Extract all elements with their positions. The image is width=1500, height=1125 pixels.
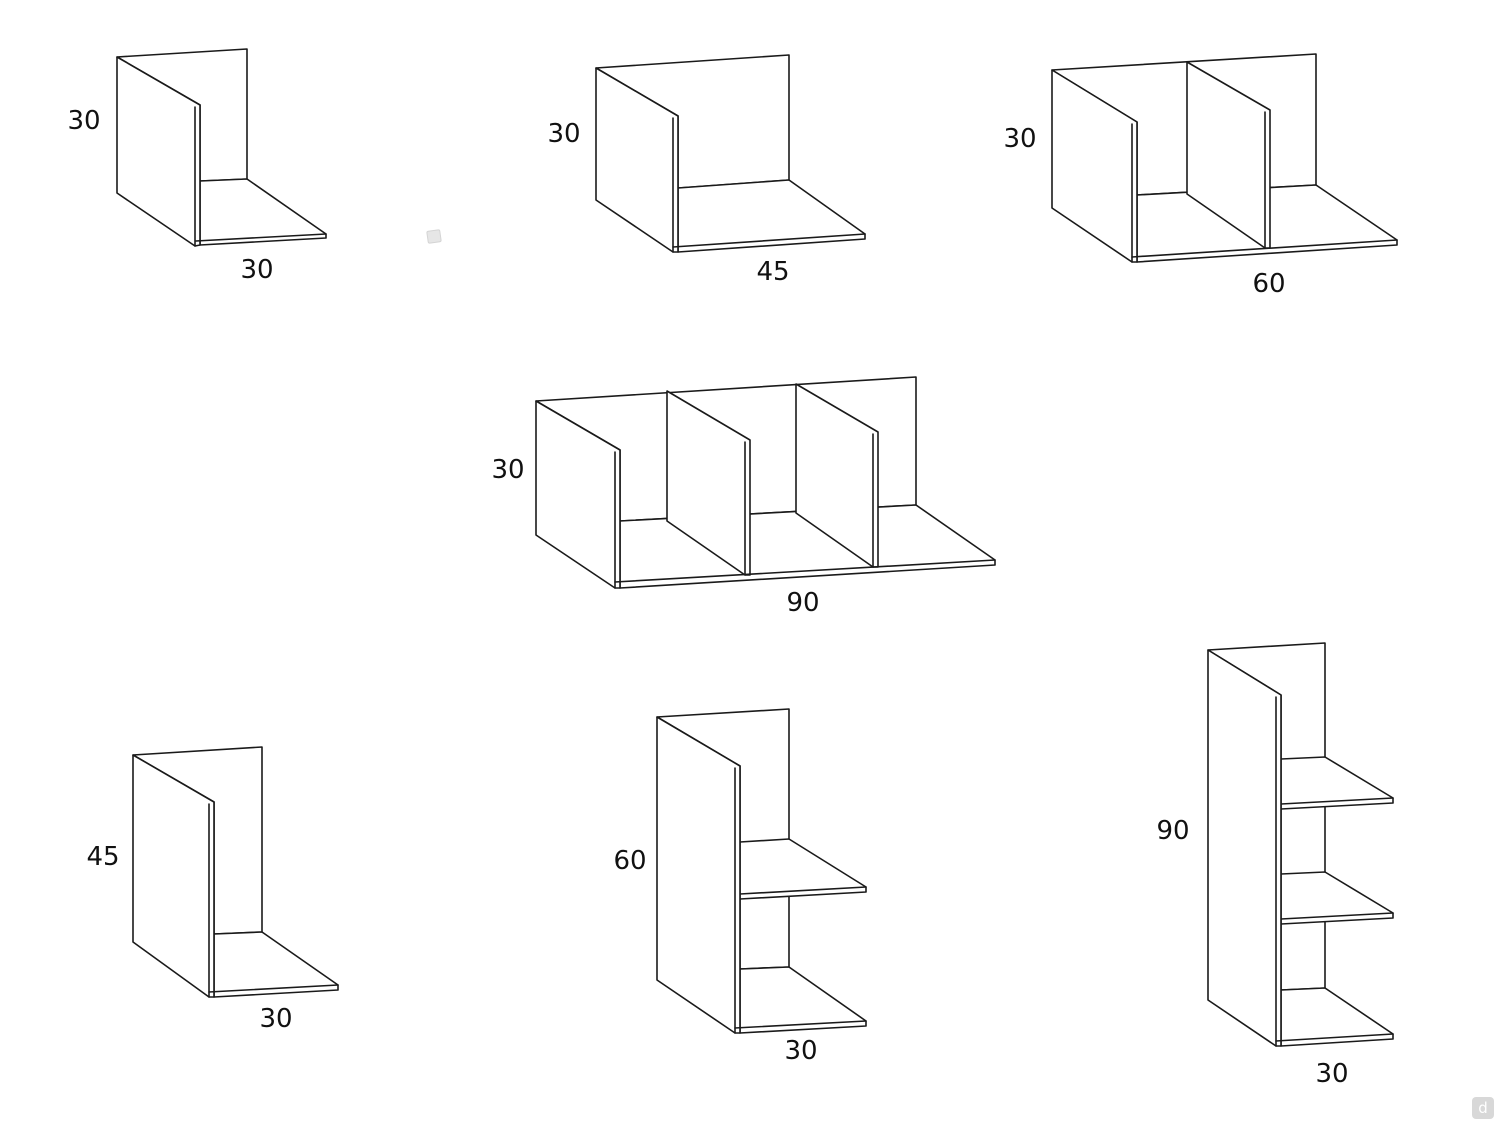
bottom-shelf <box>677 179 866 253</box>
height-label: 30 <box>1003 124 1036 154</box>
shelf-unit-30x30: 30 30 <box>67 48 327 285</box>
side-panel <box>656 716 741 1034</box>
width-label: 30 <box>259 1004 292 1034</box>
width-label: 30 <box>784 1036 817 1066</box>
width-label: 90 <box>786 588 819 618</box>
side-panel <box>1051 69 1138 263</box>
side-panel <box>535 400 621 589</box>
side-panel <box>132 754 215 998</box>
bottom-shelf <box>213 931 339 998</box>
height-label: 60 <box>613 846 646 876</box>
side-panel <box>595 67 679 253</box>
side-panel <box>116 56 201 247</box>
width-label: 30 <box>240 255 273 285</box>
side-panel <box>1207 649 1282 1047</box>
shelf-unit-30x90: 30 90 <box>491 376 996 618</box>
watermark-logo: d <box>1472 1097 1494 1119</box>
shelf-unit-60x30: 60 30 <box>613 708 867 1066</box>
height-label: 30 <box>547 119 580 149</box>
shelf-unit-45x30: 45 30 <box>86 746 339 1034</box>
shelf-unit-30x45: 30 45 <box>547 54 866 287</box>
bottom-shelf <box>739 966 867 1034</box>
width-label: 60 <box>1252 269 1285 299</box>
shelf-unit-30x60: 30 60 <box>1003 53 1398 299</box>
width-label: 45 <box>756 257 789 287</box>
scan-speck <box>426 229 442 244</box>
height-label: 30 <box>491 455 524 485</box>
height-label: 30 <box>67 106 100 136</box>
height-label: 90 <box>1156 816 1189 846</box>
width-label: 30 <box>1315 1059 1348 1089</box>
shelf-unit-90x30: 90 30 <box>1156 642 1394 1089</box>
height-label: 45 <box>86 842 119 872</box>
